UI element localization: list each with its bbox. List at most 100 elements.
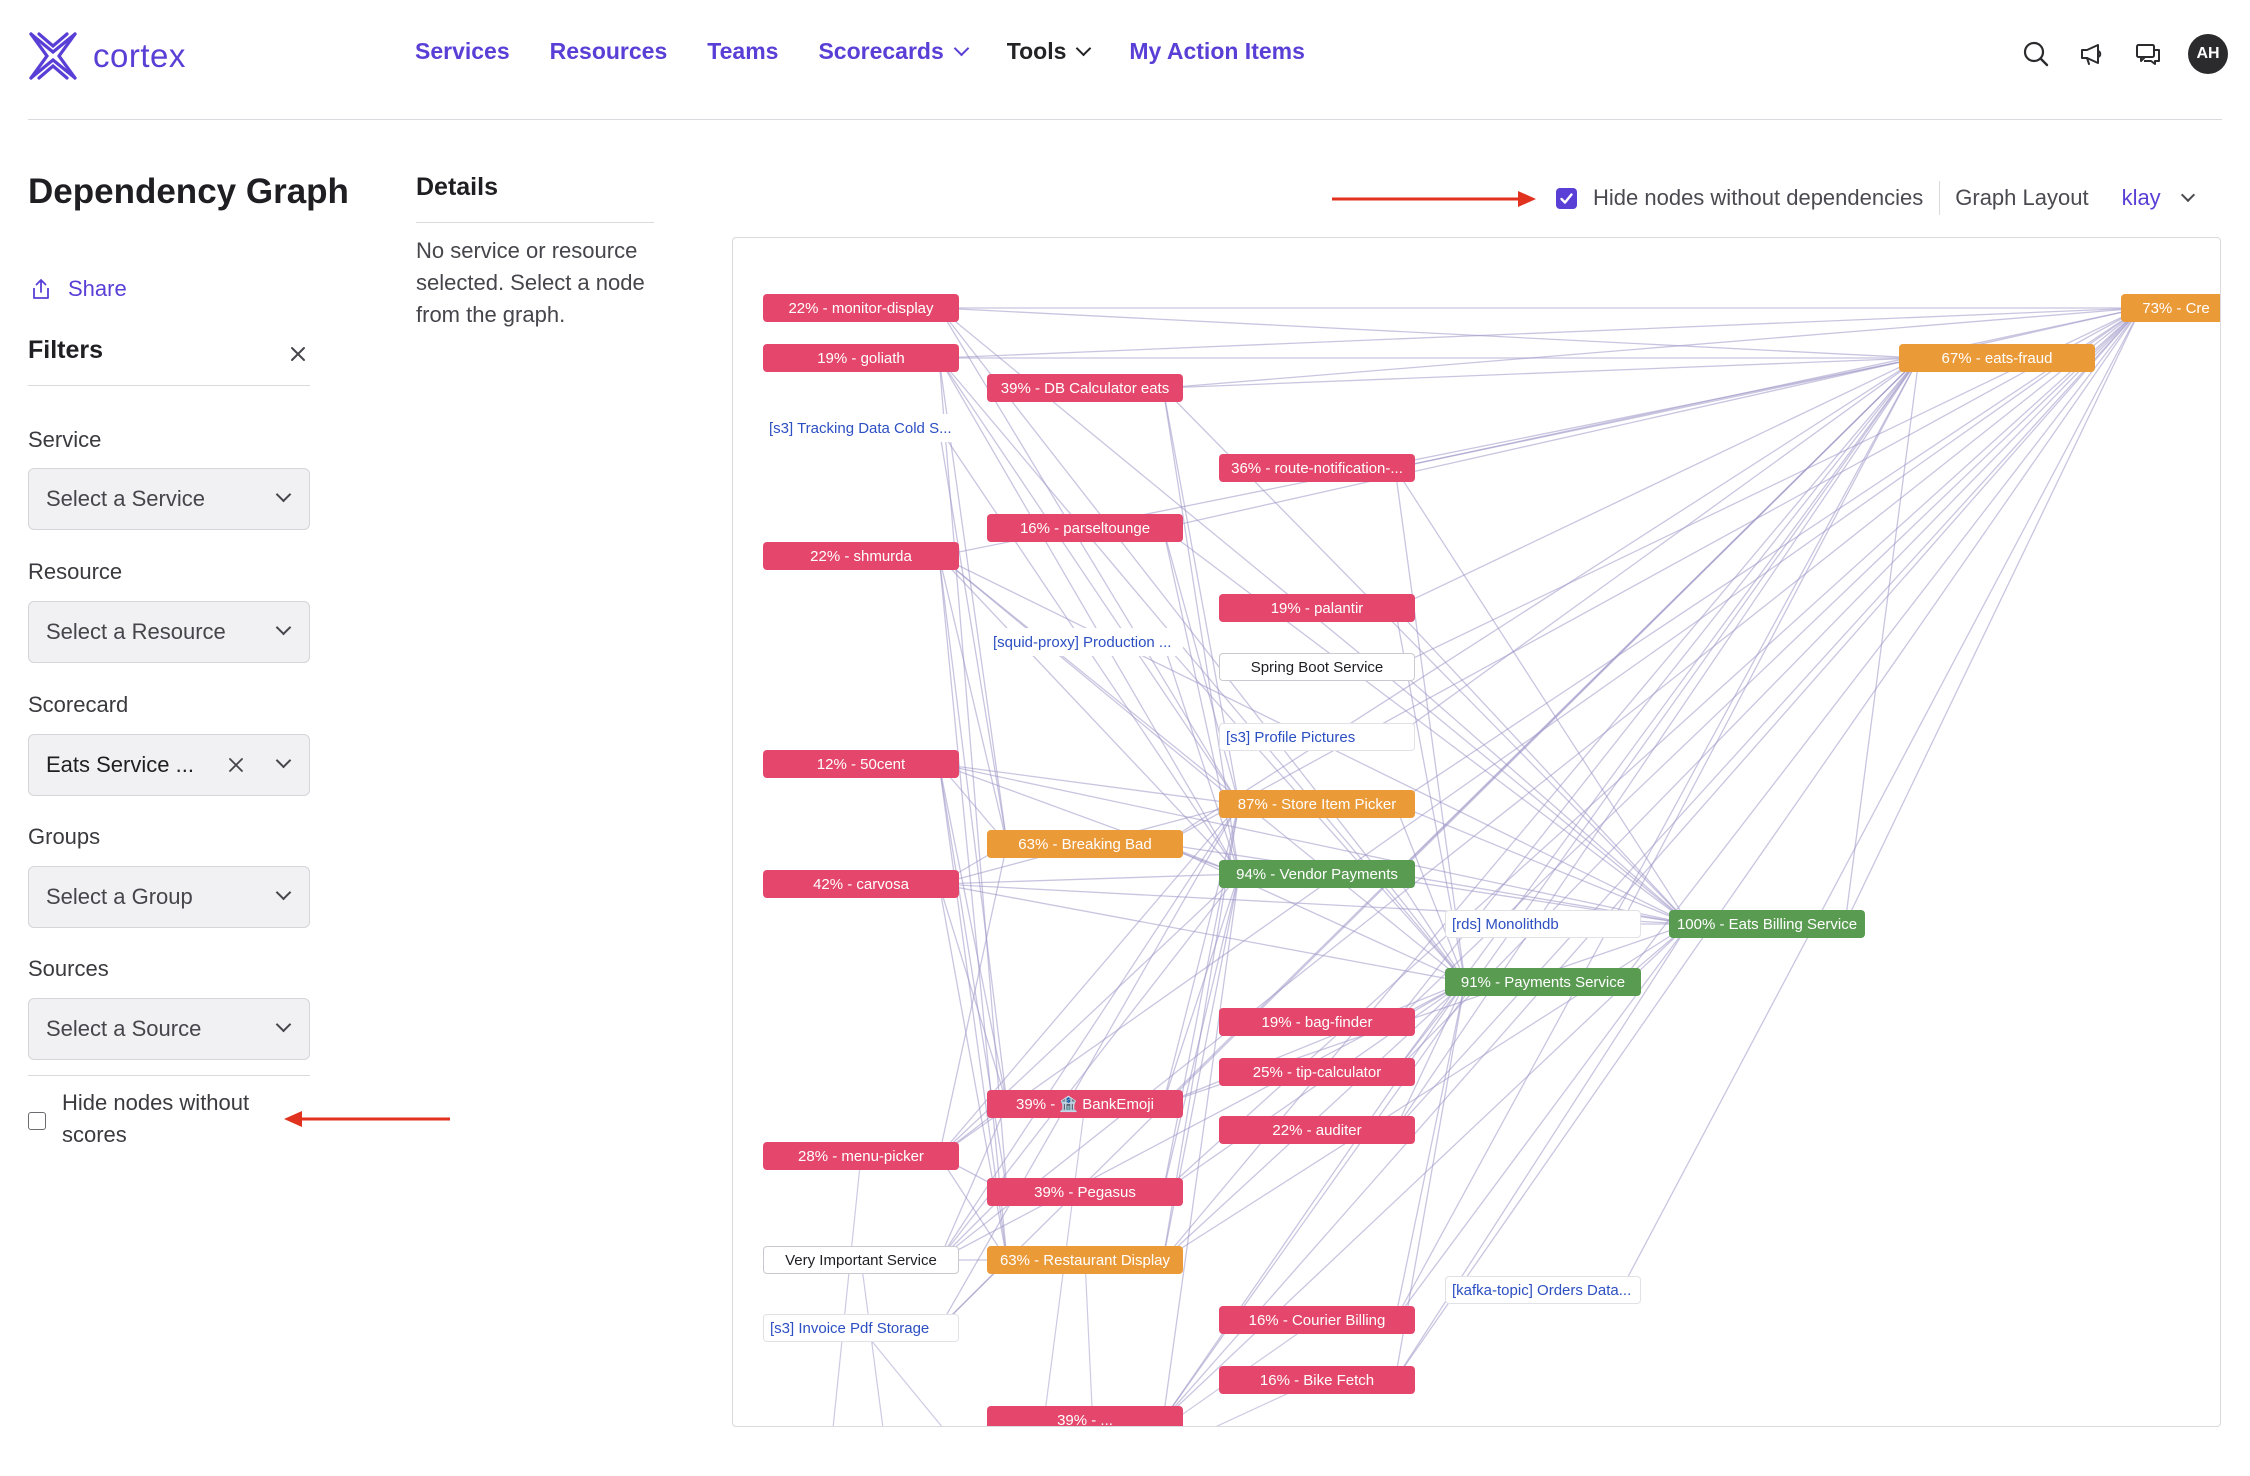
graph-edge — [1394, 357, 1920, 875]
scorecard-select-value: Eats Service ... — [46, 752, 194, 777]
chevron-down-icon — [275, 752, 292, 769]
graph-edge — [832, 1155, 862, 1426]
chevron-down-icon — [275, 884, 292, 901]
graph-node[interactable]: 22% - auditer — [1219, 1116, 1415, 1144]
nav-my-action-items-label: My Action Items — [1129, 38, 1305, 64]
service-filter-label: Service — [28, 427, 102, 452]
hide-no-scores-checkbox[interactable] — [28, 1112, 46, 1130]
graph-node[interactable]: Spring Boot Service — [1219, 653, 1415, 681]
graph-node[interactable]: [kafka-topic] Orders Data... — [1445, 1276, 1641, 1304]
graph-node[interactable]: 39% - DB Calculator eats — [987, 374, 1183, 402]
graph-node[interactable]: 63% - Breaking Bad — [987, 830, 1183, 858]
graph-node[interactable]: 19% - goliath — [763, 344, 959, 372]
groups-select[interactable]: Select a Group — [28, 866, 310, 928]
groups-filter-label: Groups — [28, 824, 101, 849]
nav-teams[interactable]: Teams — [707, 38, 778, 65]
nav-scorecards[interactable]: Scorecards — [818, 38, 970, 65]
graph-edge — [1394, 307, 2142, 1381]
share-button[interactable]: Share — [30, 276, 127, 302]
graph-edge — [1394, 357, 1920, 609]
graph-node[interactable]: Very Important Service — [763, 1246, 959, 1274]
graph-node[interactable]: 16% - parseltounge — [987, 514, 1183, 542]
dependency-graph-canvas[interactable]: 22% - monitor-display 19% - goliath [s3] T… — [732, 237, 2221, 1427]
user-avatar[interactable]: AH — [2188, 34, 2228, 74]
graph-edge — [938, 555, 1466, 983]
graph-edge — [938, 883, 1466, 983]
nav-services[interactable]: Services — [415, 38, 510, 65]
nav-services-label: Services — [415, 38, 510, 64]
hide-no-scores-label: Hide nodes without scores — [62, 1090, 250, 1147]
hide-no-deps-checkbox[interactable] — [1556, 187, 1577, 209]
graph-edge — [1394, 607, 1690, 925]
graph-edge — [938, 803, 1240, 1329]
clear-selection-icon[interactable] — [225, 754, 247, 776]
graph-edge — [1162, 641, 1240, 875]
graph-node[interactable]: 36% - route-notification-... — [1219, 454, 1415, 482]
graph-edge — [938, 843, 1008, 1157]
share-icon — [33, 279, 49, 299]
nav-my-action-items[interactable]: My Action Items — [1129, 38, 1305, 65]
nav-scorecards-label: Scorecards — [818, 38, 944, 64]
scorecard-select[interactable]: Eats Service ... — [28, 734, 310, 796]
graph-node[interactable]: 39% - 🏦 BankEmoji — [987, 1090, 1183, 1118]
graph-layout-value: klay — [2121, 185, 2161, 210]
checkmark-icon — [1560, 192, 1573, 204]
graph-node[interactable]: 16% - Bike Fetch — [1219, 1366, 1415, 1394]
graph-node[interactable]: 25% - tip-calculator — [1219, 1058, 1415, 1086]
graph-edge — [938, 763, 1008, 1105]
search-icon — [2023, 41, 2049, 67]
graph-node[interactable]: 28% - menu-picker — [763, 1142, 959, 1170]
search-button[interactable] — [2018, 36, 2054, 72]
graph-layout-select[interactable]: klay — [2121, 185, 2195, 211]
service-select[interactable]: Select a Service — [28, 468, 310, 530]
graph-edge — [1394, 467, 1690, 925]
graph-node[interactable]: 67% - eats-fraud — [1899, 344, 2095, 372]
graph-node[interactable]: 100% - Eats Billing Service — [1669, 910, 1865, 938]
graph-edge — [1162, 307, 2142, 389]
graph-node[interactable]: 39% - ... — [987, 1406, 1183, 1426]
graph-node[interactable]: [s3] Profile Pictures — [1219, 723, 1415, 751]
graph-edge — [938, 555, 1008, 1105]
filters-title: Filters — [28, 336, 104, 364]
graph-node[interactable]: [s3] Tracking Data Cold S... — [763, 414, 959, 442]
messages-button[interactable] — [2130, 36, 2166, 72]
graph-node[interactable]: 42% - carvosa — [763, 870, 959, 898]
resource-select-value: Select a Resource — [46, 619, 226, 644]
details-empty-text: No service or resource selected. Select … — [416, 238, 645, 327]
graph-edge — [1394, 307, 2142, 1073]
graph-node[interactable]: [rds] Monolithdb — [1445, 910, 1641, 938]
nav-resources[interactable]: Resources — [550, 38, 668, 65]
nav-tools[interactable]: Tools — [1007, 38, 1092, 65]
graph-edge — [938, 357, 1240, 805]
graph-edge — [1162, 307, 2142, 529]
graph-node[interactable]: 63% - Restaurant Display — [987, 1246, 1183, 1274]
graph-node[interactable]: 94% - Vendor Payments — [1219, 860, 1415, 888]
graph-node[interactable]: 22% - shmurda — [763, 542, 959, 570]
graph-edge — [1162, 981, 1466, 1421]
graph-node[interactable]: 16% - Courier Billing — [1219, 1306, 1415, 1334]
graph-edge — [1162, 357, 1920, 1421]
graph-node[interactable]: 19% - palantir — [1219, 594, 1415, 622]
graph-edge — [938, 555, 1008, 1261]
graph-edge — [1394, 357, 1920, 738]
announcements-button[interactable] — [2074, 36, 2110, 72]
main-nav: Services Resources Teams Scorecards Tool… — [415, 38, 1345, 65]
graph-node[interactable]: 19% - bag-finder — [1219, 1008, 1415, 1036]
close-filters-icon[interactable] — [286, 342, 310, 366]
graph-edge — [938, 555, 1240, 805]
cortex-logo[interactable]: cortex — [27, 30, 186, 82]
graph-edge — [1162, 873, 1240, 1105]
sources-select[interactable]: Select a Source — [28, 998, 310, 1060]
graph-edge — [1620, 357, 1920, 925]
graph-node[interactable]: 73% - Cre — [2121, 294, 2220, 322]
graph-edge — [938, 763, 1008, 1193]
graph-node[interactable]: 91% - Payments Service — [1445, 968, 1641, 996]
hide-no-scores-row: Hide nodes without scores — [28, 1087, 282, 1151]
graph-node[interactable]: [squid-proxy] Production ... — [987, 628, 1183, 656]
graph-node[interactable]: 87% - Store Item Picker — [1219, 790, 1415, 818]
graph-node[interactable]: [s3] Invoice Pdf Storage — [763, 1314, 959, 1342]
graph-node[interactable]: 39% - Pegasus — [987, 1178, 1183, 1206]
resource-select[interactable]: Select a Resource — [28, 601, 310, 663]
graph-node[interactable]: 22% - monitor-display — [763, 294, 959, 322]
graph-node[interactable]: 12% - 50cent — [763, 750, 959, 778]
